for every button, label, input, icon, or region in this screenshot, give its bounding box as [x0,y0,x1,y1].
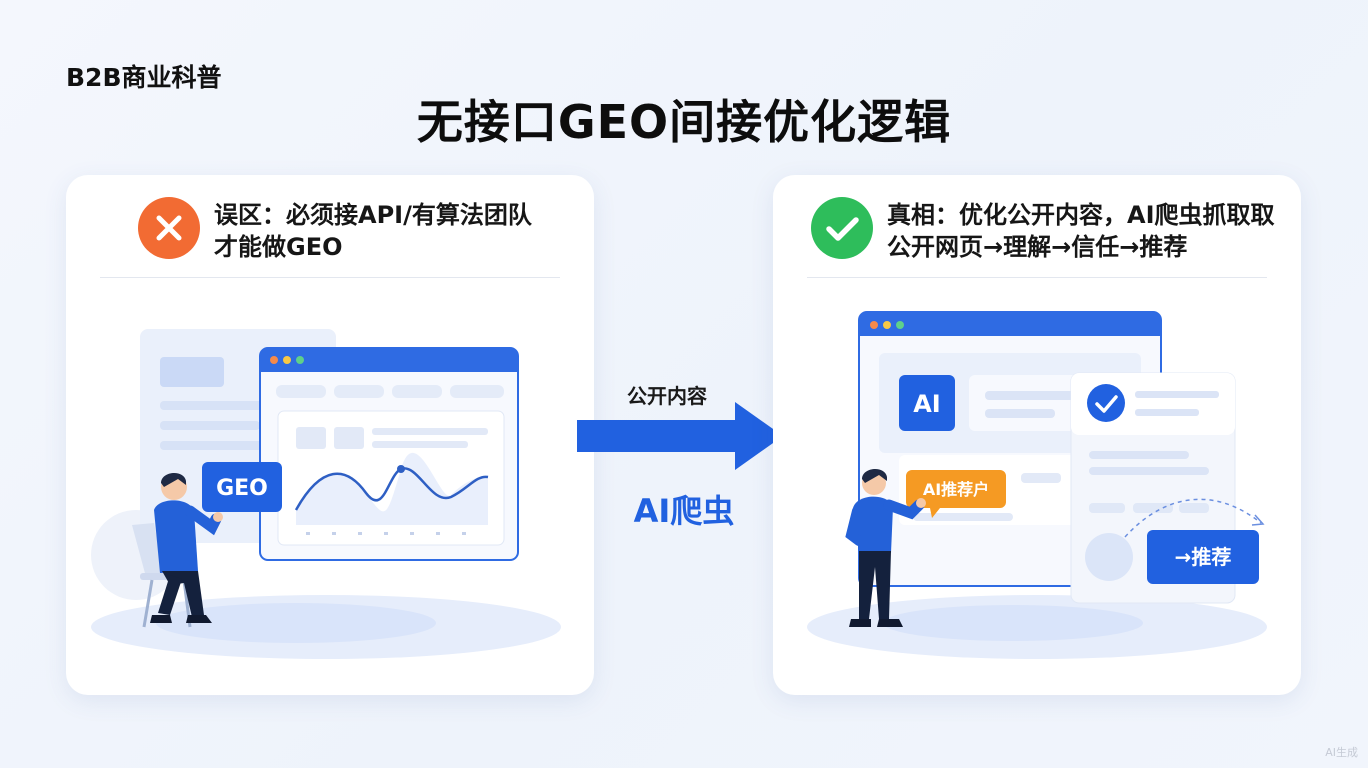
flow-label: 公开内容 [627,384,707,408]
truth-heading: 真相：优化公开内容，AI爬虫抓取取公开网页→理解→信任→推荐 [887,201,1275,261]
watermark: AI生成 [1325,746,1358,759]
misconception-card: 误区：必须接API/有算法团队才能做GEO [66,175,594,695]
ai-recommendation-illustration: AI AI推荐户 →推荐 [807,311,1267,659]
misconception-heading: 误区：必须接API/有算法团队才能做GEO [214,201,532,261]
check-icon [811,197,873,259]
flow-arrow-icon [577,402,783,470]
divider [100,277,560,278]
dashboard-illustration: GEO [91,329,561,659]
ai-badge: AI [913,390,941,418]
recommend-button: →推荐 [1175,545,1232,569]
geo-tag: GEO [216,476,268,501]
recommend-bubble: AI推荐户 [923,480,989,499]
brand-label: B2B商业科普 [66,63,222,92]
close-icon [138,197,200,259]
crawler-label: AI爬虫 [633,492,735,530]
truth-card: 真相：优化公开内容，AI爬虫抓取取公开网页→理解→信任→推荐 AI AI推荐户 [773,175,1301,695]
page-title: 无接口GEO间接优化逻辑 [416,95,952,149]
divider [807,277,1267,278]
